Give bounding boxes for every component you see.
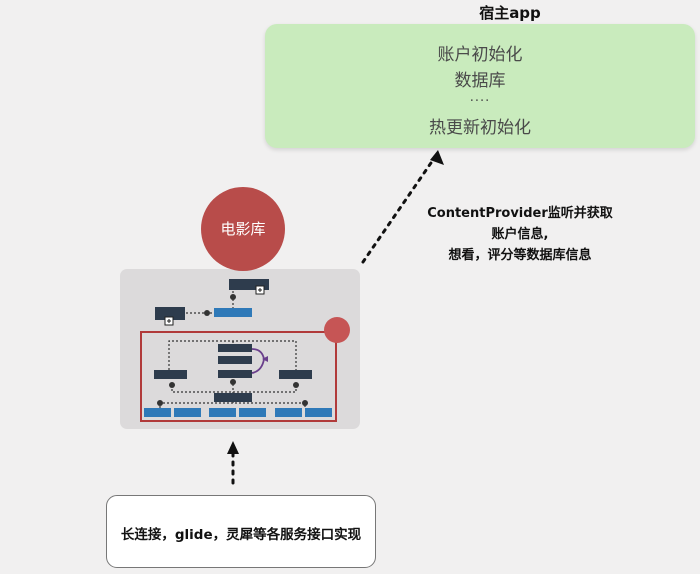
movie-library-label: 电影库 bbox=[220, 220, 266, 238]
content-provider-line-1: ContentProvider监听并获取 bbox=[427, 206, 613, 221]
module-block bbox=[144, 408, 171, 417]
arrow-from-bottom bbox=[227, 441, 239, 485]
red-frame bbox=[140, 331, 337, 422]
services-label: 长连接，glide，灵犀等各服务接口实现 bbox=[120, 527, 362, 543]
content-provider-note: ContentProvider监听并获取 账户信息, 想看，评分等数据库信息 bbox=[400, 203, 640, 266]
content-provider-line-2: 账户信息, bbox=[491, 227, 549, 242]
host-app-title: 宿主app bbox=[479, 4, 541, 22]
module-block bbox=[209, 408, 236, 417]
module-block bbox=[218, 370, 252, 378]
module-block bbox=[174, 408, 201, 417]
red-dot bbox=[324, 317, 350, 343]
module-block bbox=[275, 408, 302, 417]
services-box bbox=[106, 495, 376, 568]
host-app-line-database: 数据库 bbox=[454, 71, 506, 91]
module-block bbox=[218, 356, 252, 364]
module-block bbox=[214, 393, 252, 402]
module-block bbox=[305, 408, 332, 417]
host-app-line-ellipsis: .... bbox=[469, 90, 491, 105]
movie-library-circle bbox=[201, 187, 285, 271]
module-block bbox=[155, 307, 185, 320]
host-app-box: 账户初始化 数据库 .... 热更新初始化 bbox=[265, 24, 695, 148]
module-block bbox=[239, 408, 266, 417]
module-block bbox=[229, 279, 269, 290]
module-block bbox=[218, 344, 252, 352]
arrow-to-host-app bbox=[361, 150, 444, 264]
host-app-line-account-init: 账户初始化 bbox=[437, 45, 523, 65]
module-block bbox=[154, 370, 187, 379]
module-block bbox=[279, 370, 312, 379]
module-block bbox=[214, 308, 252, 317]
content-provider-line-3: 想看，评分等数据库信息 bbox=[448, 248, 592, 263]
host-app-line-hotfix-init: 热更新初始化 bbox=[429, 118, 531, 138]
